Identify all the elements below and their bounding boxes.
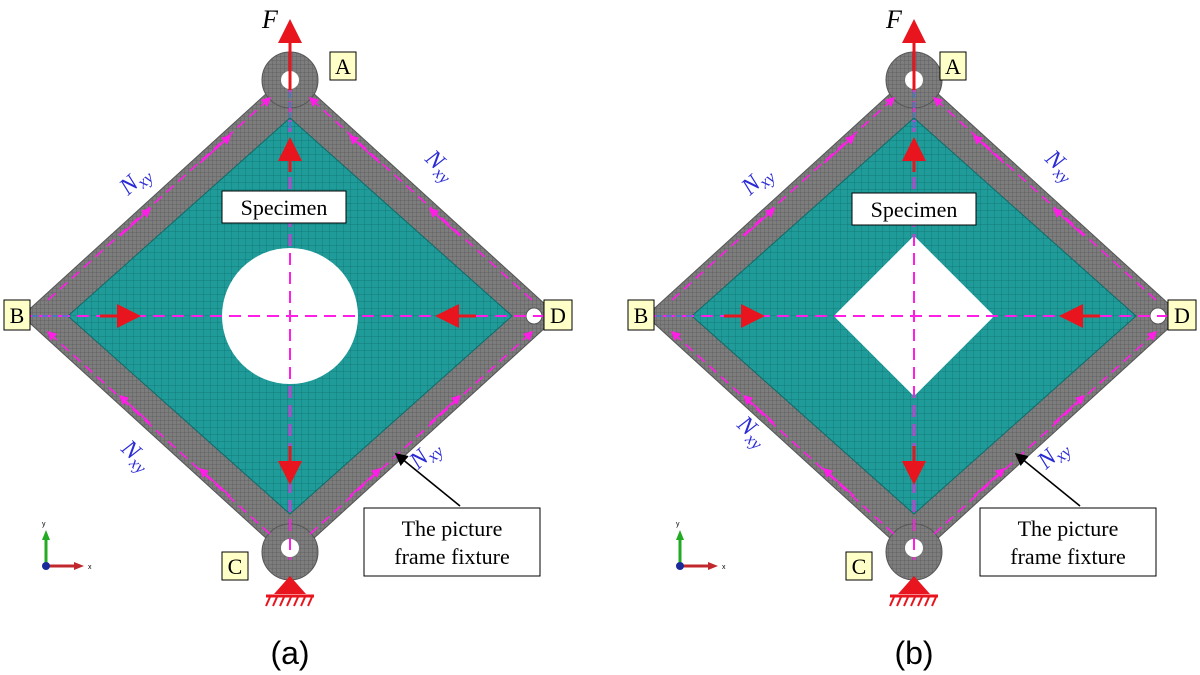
corner-label-c: C (852, 554, 867, 579)
shear-flow-arrows (46, 96, 534, 535)
caption-a: (a) (270, 635, 309, 671)
shear-label-nxy-bl: Nxy (113, 434, 157, 477)
corner-label-b: B (634, 303, 649, 328)
axis-label-y: y (42, 521, 46, 528)
panel-a: F A B C D Specimen The picture frame fix… (3, 5, 573, 671)
force-label-f: F (885, 5, 903, 34)
corner-label-d: D (550, 303, 566, 328)
caption-b: (b) (894, 635, 933, 671)
force-label-f: F (261, 5, 279, 34)
fixture-label-line1: The picture (402, 516, 503, 541)
fixture-label-line2: frame fixture (394, 544, 509, 569)
shear-flow-arrows (670, 96, 1158, 535)
axis-triad: y x (42, 521, 92, 571)
specimen-label: Specimen (871, 197, 958, 222)
axis-label-x: x (88, 564, 92, 571)
corner-label-a: A (335, 54, 351, 79)
support-symbol (889, 576, 938, 607)
fixture-label-line1: The picture (1018, 516, 1119, 541)
axis-label-x: x (722, 564, 726, 571)
corner-label-c: C (228, 554, 243, 579)
axis-label-y: y (676, 521, 680, 528)
specimen-label: Specimen (241, 195, 328, 220)
shear-label-nxy-tl: Nxy (736, 160, 780, 203)
shear-label-nxy-tl: Nxy (114, 160, 158, 203)
corner-label-d: D (1174, 303, 1190, 328)
support-symbol (265, 576, 314, 607)
panel-b: F A B C D Specimen The picture frame fix… (627, 5, 1197, 671)
shear-label-nxy-tr: Nxy (417, 144, 461, 187)
corner-label-b: B (10, 303, 25, 328)
corner-label-a: A (945, 54, 961, 79)
fixture-label-line2: frame fixture (1010, 544, 1125, 569)
shear-label-nxy-tr: Nxy (1037, 144, 1081, 187)
axis-triad: y x (676, 521, 726, 571)
fixture-pointer-arrow (394, 452, 461, 507)
fixture-pointer-arrow (1014, 452, 1081, 507)
